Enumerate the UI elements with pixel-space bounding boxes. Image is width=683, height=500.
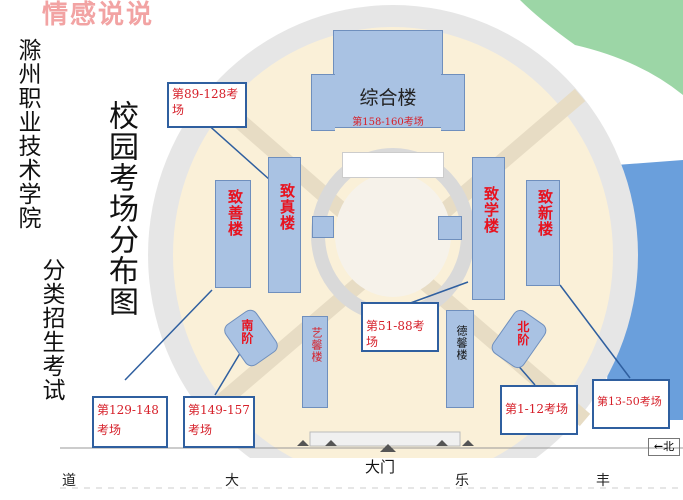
road-char-3: 乐 xyxy=(455,473,469,489)
building-yixin-name: 艺馨楼 xyxy=(310,327,323,363)
main-road xyxy=(60,458,683,500)
exam-label-89-128: 第89-128考场 xyxy=(167,82,247,128)
building-zhixin[interactable]: 致新楼 xyxy=(526,180,560,286)
compass-indicator: ←北 xyxy=(648,438,680,456)
college-name-title: 滁州职业技术学院 xyxy=(14,38,40,230)
building-zhishan-name: 致善楼 xyxy=(226,189,244,237)
connector-left xyxy=(312,216,334,238)
exam-label-51-88: 第51-88考场 xyxy=(361,302,439,352)
building-zhishan[interactable]: 致善楼 xyxy=(215,180,251,288)
watermark-text: 情感说说 xyxy=(42,0,155,30)
building-zonghe-rooms: 第158-160考场 xyxy=(352,117,424,128)
exam-label-1-12: 第1-12考场 xyxy=(500,385,578,435)
leader-lines xyxy=(124,121,631,396)
building-nanjie-name: 南阶 xyxy=(239,318,254,345)
exam-label-129-148: 第129-148考场 xyxy=(92,396,168,448)
compass-label: 北 xyxy=(663,440,675,453)
building-beijie-name: 北阶 xyxy=(515,320,530,347)
exam-label-13-50: 第13-50考场 xyxy=(592,379,670,429)
building-zhizhen[interactable]: 致真楼 xyxy=(268,157,301,293)
road-char-2: 大 xyxy=(225,473,239,489)
connector-right xyxy=(438,216,462,240)
building-zhizhen-name: 致真楼 xyxy=(278,183,296,231)
building-yixin[interactable]: 艺馨楼 xyxy=(302,316,328,408)
road-char-4: 丰 xyxy=(596,473,610,489)
green-area xyxy=(520,0,683,95)
building-zonghe[interactable]: 综合楼 第158-160考场 xyxy=(311,30,465,131)
building-zonghe-name: 综合楼 xyxy=(359,87,417,109)
building-dexin-name: 德馨楼 xyxy=(455,325,468,361)
building-zhixue[interactable]: 致学楼 xyxy=(472,157,505,300)
gate-arrow-icon xyxy=(380,444,396,452)
building-zhixue-name: 致学楼 xyxy=(482,186,500,234)
gate-platform xyxy=(309,431,461,447)
stage-block xyxy=(342,152,444,178)
exam-type-title: 分类招生考试 xyxy=(38,258,64,402)
gate-label: 大门 xyxy=(365,458,396,476)
exam-label-149-157: 第149-157考场 xyxy=(183,396,255,448)
road-char-1: 道 xyxy=(62,473,76,489)
map-title: 校园考场分布图 xyxy=(103,100,138,317)
building-zhixin-name: 致新楼 xyxy=(536,189,554,237)
central-plaza xyxy=(335,173,451,297)
building-dexin[interactable]: 德馨楼 xyxy=(446,310,474,408)
